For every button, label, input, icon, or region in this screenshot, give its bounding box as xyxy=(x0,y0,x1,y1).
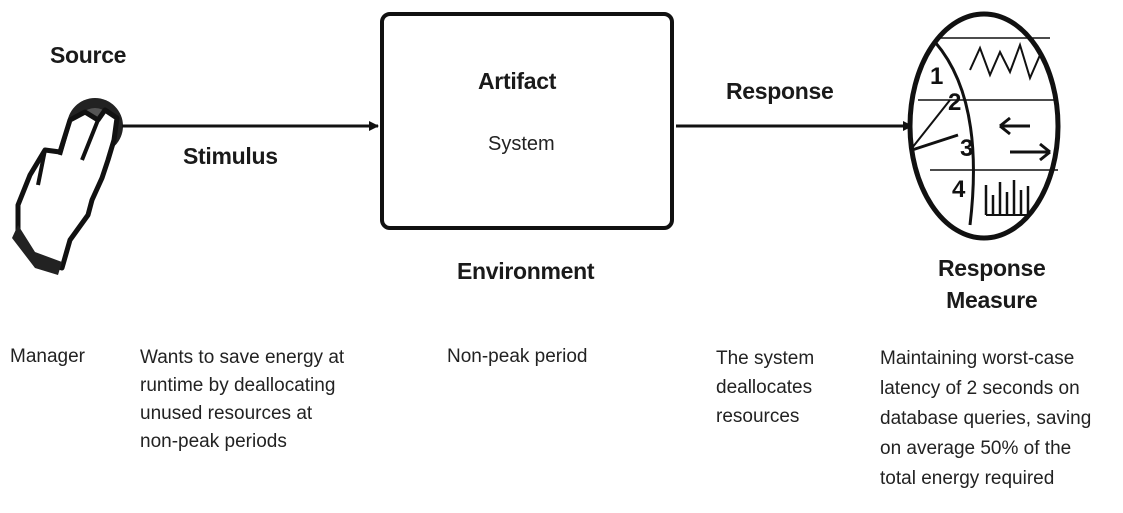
gauge-number-3: 3 xyxy=(960,135,973,162)
stimulus-label: Stimulus xyxy=(183,143,278,169)
scenario-environment: Non-peak period xyxy=(447,346,588,367)
scenario-response-measure: Maintaining worst-case latency of 2 seco… xyxy=(880,348,1092,489)
response-label: Response xyxy=(726,78,834,104)
scenario-response: The system deallocates resources xyxy=(716,348,815,427)
gauge-number-1: 1 xyxy=(930,63,943,90)
scenario-source: Manager xyxy=(10,346,85,367)
artifact-label: Artifact xyxy=(478,68,557,94)
artifact-sub-label: System xyxy=(488,133,555,155)
scenario-stimulus: Wants to save energy at runtime by deall… xyxy=(140,347,345,452)
response-measure-label: Response Measure xyxy=(938,255,1046,313)
artifact-box xyxy=(380,12,674,230)
gauge-number-2: 2 xyxy=(948,89,961,116)
environment-label: Environment xyxy=(457,258,595,284)
source-label: Source xyxy=(50,42,127,68)
gauge-dial-icon: 1 2 3 4 xyxy=(907,11,1061,241)
hand-pressing-button-icon xyxy=(12,98,123,275)
gauge-number-4: 4 xyxy=(952,176,966,203)
